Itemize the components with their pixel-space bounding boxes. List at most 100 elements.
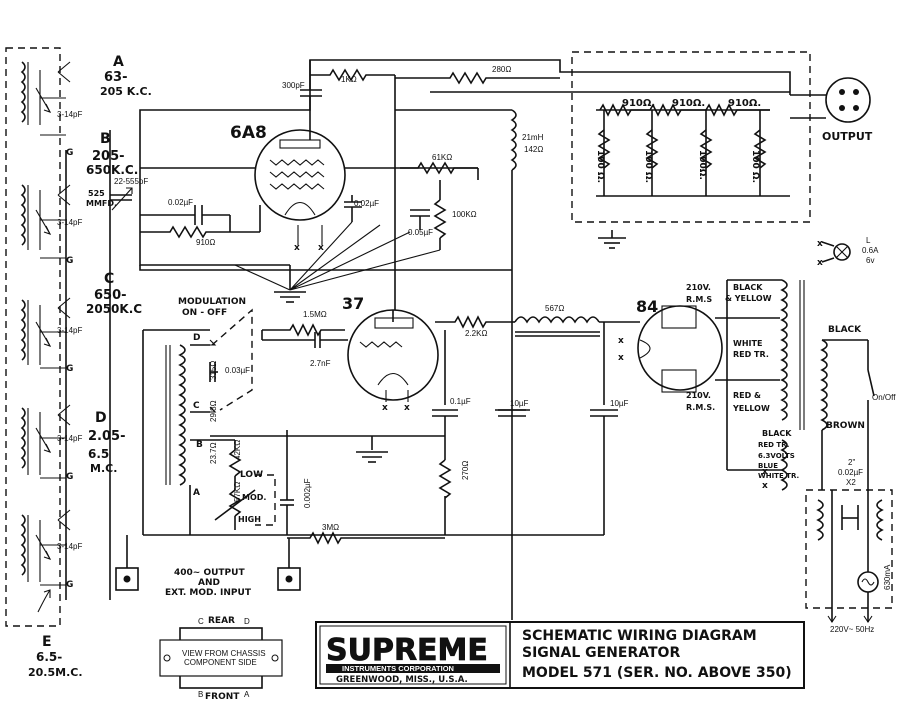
tube-37-envelope — [347, 309, 439, 401]
g-label-d: G — [66, 472, 73, 482]
r-567-label: 567Ω — [545, 304, 564, 313]
band-d-unit2: M.C. — [90, 462, 117, 475]
fuse-label: 630mA — [883, 564, 892, 590]
pin-a-label: A — [244, 690, 250, 699]
view-chassis-label: VIEW FROM CHASSIS — [182, 649, 266, 658]
coil-group-c — [20, 297, 71, 369]
lamp-a-label: 0.6A — [862, 246, 879, 255]
c-2x-1-label: 2" — [848, 458, 855, 467]
title-line-2: SIGNAL GENERATOR — [522, 645, 680, 661]
svg-text:x: x — [618, 336, 624, 346]
c-0002-label: 0.002µF — [303, 478, 312, 508]
pin-c-label: C — [198, 617, 204, 626]
c-10b-label: 10µF — [610, 399, 629, 408]
band-c-unit: 2050K.C — [86, 302, 142, 316]
tube-6a8-label: 6A8 — [230, 123, 267, 143]
band-b-letter: B — [100, 131, 111, 147]
c-01-label: 0.1µF — [450, 397, 471, 406]
r-100-d-label: 100 Ω. — [750, 150, 760, 183]
tube-84-label: 84 — [636, 297, 658, 316]
svg-text:x: x — [817, 258, 823, 268]
svg-text:x: x — [762, 467, 768, 477]
pin-d-label: D — [244, 617, 250, 626]
band-b-unit: 650K.C. — [86, 163, 138, 177]
r-57k-label: 57KΩ — [233, 482, 242, 502]
front-label: FRONT — [205, 692, 240, 701]
modulation-label: MODULATION — [178, 297, 246, 307]
r-100-c-label: 100Ω. — [697, 150, 707, 180]
white-red-label: WHITE — [733, 339, 762, 348]
c-300pf-label: 300pF — [282, 81, 305, 90]
white-red-2-label: RED TR. — [733, 350, 769, 359]
r-910-label: 910Ω — [196, 238, 215, 247]
coil-group-d — [20, 404, 71, 479]
r-910-b-label: 910Ω. — [672, 98, 705, 109]
lamp-l-label: L — [866, 236, 871, 245]
pilot-lamp — [833, 243, 851, 261]
r-42k-label: 42KΩ — [233, 440, 242, 460]
band-a-letter: A — [113, 54, 124, 70]
view-component-label: COMPONENT SIDE — [184, 658, 257, 667]
svg-text:x: x — [404, 403, 410, 413]
svg-text:x: x — [294, 243, 300, 253]
coil-group-b — [20, 184, 71, 259]
sec-rms-b-label: R.M.S. — [686, 403, 715, 412]
sec-210b-label: 210V. — [686, 391, 711, 400]
black-yellow-label: BLACK — [733, 283, 763, 292]
band-d-unit: 6.5 — [88, 447, 109, 461]
high-label: HIGH — [238, 515, 261, 524]
output-label: OUTPUT — [822, 130, 873, 143]
black-red-2-label: RED TR. — [758, 441, 789, 449]
tube-6a8-envelope — [254, 129, 346, 221]
black-red-label: BLACK — [762, 429, 792, 438]
band-b-range: 205- — [92, 149, 125, 164]
band-e-range: 6.5- — [36, 650, 62, 664]
g-label-b: G — [66, 256, 73, 266]
tap-c-label: C — [193, 401, 200, 411]
c-003-label: 0.03µF — [225, 366, 250, 375]
tap-b-label: B — [196, 440, 203, 450]
r-100k-label: 100KΩ — [452, 210, 477, 219]
g-label-e: G — [66, 580, 73, 590]
brand-sub-text: INSTRUMENTS CORPORATION — [342, 664, 454, 673]
band-a-range: 63- — [104, 70, 128, 85]
r-910-c-label: 910Ω. — [728, 98, 761, 109]
r-910-a-label: 910Ω. — [622, 98, 655, 109]
tube-37-label: 37 — [342, 294, 364, 313]
modulation-onoff-label: ON - OFF — [182, 308, 227, 318]
out-400-label: 400~ OUTPUT — [174, 568, 245, 578]
trimmer-label-e: 3-14pF — [57, 542, 82, 551]
output-connector[interactable] — [825, 77, 871, 123]
r-237-label: 23.7Ω — [209, 442, 218, 464]
r-315-label: 315Ω — [209, 361, 218, 380]
r-100-a-label: 100 Ω. — [595, 150, 605, 183]
mod-label: MOD. — [242, 493, 266, 502]
blue-white-label: BLUE — [758, 462, 778, 470]
r-280-label: 280Ω — [492, 65, 511, 74]
coil-group-e — [20, 509, 71, 613]
c-525-label: 525 — [88, 189, 105, 198]
c-2x-2-label: 0.02µF — [838, 468, 863, 477]
trimmer-label-c: 3-14pF — [57, 326, 82, 335]
r-298-label: 29.8Ω — [209, 400, 218, 422]
r-270-label: 270Ω — [461, 461, 470, 480]
sec-210a-label: 210V. — [686, 283, 711, 292]
out-and-label: AND — [198, 578, 220, 588]
band-e-unit: 20.5M.C. — [28, 666, 83, 679]
mains-label: 220V~ 50Hz — [830, 625, 874, 634]
band-e-letter: E — [42, 634, 52, 650]
r-15m-label: 1.5MΩ — [303, 310, 327, 319]
component-labels: 300pF 1KΩ 280Ω 6A8 22-555pF 525 MMFD. 0.… — [86, 65, 896, 634]
attenuator-section: 910Ω. 910Ω. 910Ω. 100 Ω. 100 Ω. 100Ω. 10… — [571, 51, 873, 249]
lamp-v-label: 6v — [866, 256, 874, 265]
rear-label: REAR — [208, 616, 235, 626]
coil-group-a — [20, 61, 71, 136]
c-005-label: 0.05µF — [408, 228, 433, 237]
tube-84-envelope — [637, 305, 723, 391]
brand-text: SUPREME — [326, 633, 488, 668]
svg-text:x: x — [817, 239, 823, 249]
prim-brown-label: BROWN — [826, 421, 865, 431]
band-c-letter: C — [104, 271, 114, 287]
